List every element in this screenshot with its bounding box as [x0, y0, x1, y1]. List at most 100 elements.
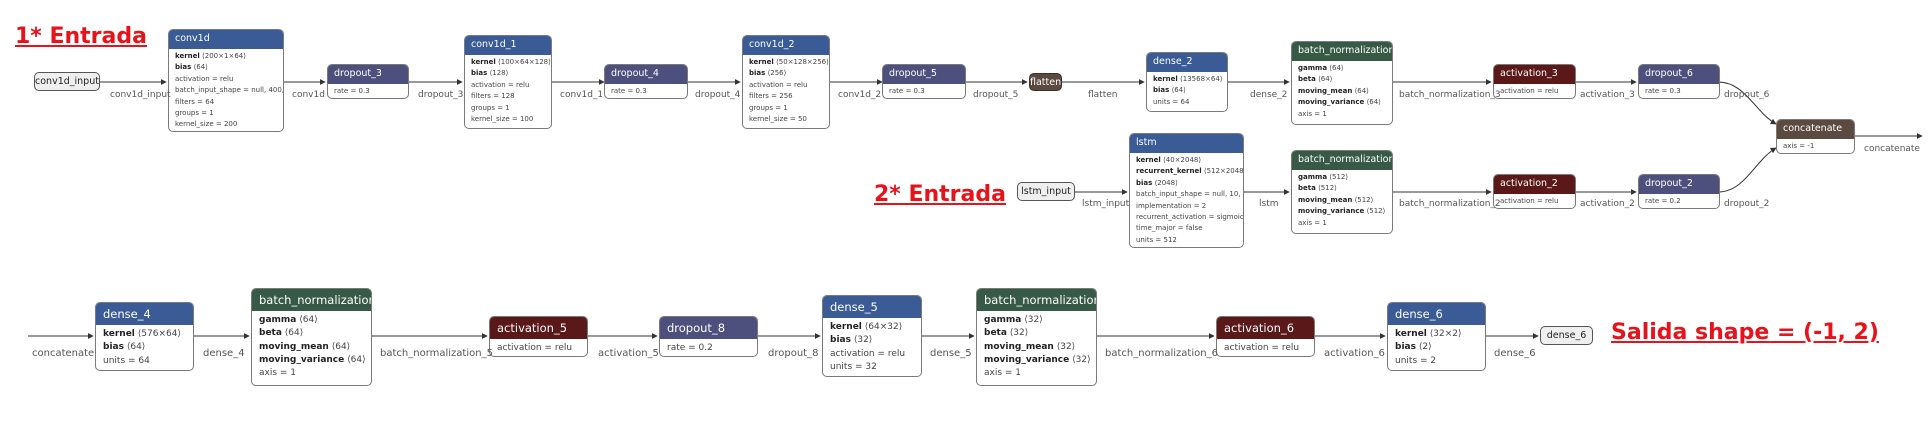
attribute-value: activation = relu — [1224, 343, 1300, 353]
edge-label-conv1d-input: conv1d_input — [110, 90, 171, 100]
concatenate-node[interactable]: concatenate axis = -1 — [1776, 119, 1855, 154]
attribute-row: bias ⟨256⟩ — [749, 68, 823, 79]
attribute-value: ⟨256⟩ — [767, 69, 787, 78]
attribute-key: gamma — [1298, 173, 1328, 181]
dense-4-node[interactable]: dense_4 kernel ⟨576×64⟩bias ⟨64⟩units = … — [95, 302, 194, 371]
lstm-node[interactable]: lstm kernel ⟨40×2048⟩recurrent_kernel ⟨5… — [1129, 133, 1244, 248]
attribute-value: units = 64 — [1153, 97, 1190, 106]
dropout-6-node[interactable]: dropout_6 rate = 0.3 — [1638, 64, 1720, 99]
attribute-value: axis = 1 — [259, 368, 297, 379]
attribute-row: groups = 1 — [471, 103, 545, 114]
attribute-value: ⟨64⟩ — [193, 63, 208, 72]
edge-label-lstm: lstm — [1259, 199, 1279, 209]
attribute-value: activation = relu — [1500, 87, 1559, 95]
dropout-3-title: dropout_3 — [328, 65, 408, 84]
attribute-value: ⟨64⟩ — [1171, 86, 1186, 95]
dropout-8-node[interactable]: dropout_8 rate = 0.2 — [659, 316, 758, 357]
attribute-value: axis = 1 — [984, 368, 1022, 379]
lstm-title: lstm — [1130, 134, 1243, 153]
attribute-key: recurrent_kernel — [1136, 167, 1202, 176]
attribute-row: activation = relu — [471, 80, 545, 91]
batch-normalization-3-node[interactable]: batch_normalization_3 gamma ⟨64⟩beta ⟨64… — [1291, 41, 1393, 125]
edge-label-conv1d-2: conv1d_2 — [838, 90, 882, 100]
batch-normalization-5-title: batch_normalization_5 — [252, 289, 371, 311]
attribute-key: bias — [471, 69, 488, 78]
annotation-output-value: = (-1, 2) — [1769, 320, 1879, 345]
conv1d-input-node[interactable]: conv1d_input — [34, 72, 100, 91]
activation-3-title: activation_3 — [1494, 65, 1575, 84]
batch-normalization-5-node[interactable]: batch_normalization_5 gamma ⟨64⟩beta ⟨64… — [251, 288, 372, 386]
attribute-key: moving_variance — [1298, 98, 1365, 107]
attribute-key: bias — [1153, 86, 1170, 95]
edge-label-dropout-5: dropout_5 — [973, 90, 1019, 100]
attribute-value: ⟨64⟩ — [347, 354, 366, 365]
attribute-value: time_major = false — [1136, 224, 1203, 233]
activation-2-node[interactable]: activation_2 activation = relu — [1493, 174, 1576, 209]
attribute-key: beta — [1298, 184, 1316, 193]
attribute-value: rate = 0.2 — [667, 343, 713, 353]
attribute-row: implementation = 2 — [1136, 201, 1237, 212]
dropout-5-title: dropout_5 — [883, 65, 965, 84]
attribute-row: rate = 0.3 — [1645, 86, 1713, 97]
batch-normalization-6-title: batch_normalization_6 — [977, 289, 1096, 311]
activation-5-node[interactable]: activation_5 activation = relu — [489, 316, 588, 357]
attribute-key: moving_variance — [984, 354, 1070, 365]
flatten-node[interactable]: flatten — [1029, 73, 1062, 91]
attribute-row: axis = 1 — [259, 367, 364, 380]
attribute-row: filters = 128 — [471, 91, 545, 102]
attribute-row: axis = 1 — [1298, 109, 1386, 120]
conv1d-2-node[interactable]: conv1d_2 kernel ⟨50×128×256⟩bias ⟨256⟩ac… — [742, 35, 830, 129]
dense-4-title: dense_4 — [96, 303, 193, 325]
attribute-key: kernel — [830, 322, 862, 332]
attribute-row: bias ⟨64⟩ — [175, 62, 277, 73]
attribute-row: activation = relu — [1500, 196, 1569, 207]
annotation-output-shape: Salida shape = (-1, 2) — [1611, 320, 1879, 345]
attribute-value: activation = relu — [749, 80, 808, 89]
dense-6-output-node[interactable]: dense_6 — [1540, 326, 1593, 345]
dense-2-node[interactable]: dense_2 kernel ⟨13568×64⟩bias ⟨64⟩units … — [1146, 52, 1228, 112]
edge-label-dropout-2: dropout_2 — [1724, 199, 1770, 209]
attribute-row: activation = relu — [830, 348, 914, 361]
edge-label-bn-5: batch_normalization_5 — [380, 348, 493, 359]
attribute-value: activation = relu — [1500, 197, 1559, 205]
attribute-value: ⟨512⟩ — [1318, 184, 1337, 193]
attribute-row: beta ⟨64⟩ — [1298, 74, 1386, 85]
edge-label-bn-2: batch_normalization_2 — [1399, 199, 1501, 209]
attribute-value: activation = relu — [830, 348, 906, 359]
attribute-value: ⟨64⟩ — [1354, 86, 1369, 95]
attribute-key: bias — [103, 342, 124, 353]
attribute-row: axis = -1 — [1783, 141, 1848, 152]
lstm-input-node[interactable]: lstm_input — [1017, 182, 1075, 201]
attribute-value: ⟨576×64⟩ — [137, 329, 181, 339]
attribute-row: bias ⟨128⟩ — [471, 68, 545, 79]
attribute-value: ⟨100×64×128⟩ — [498, 58, 551, 66]
attribute-value: ⟨64⟩ — [331, 341, 351, 352]
dropout-3-node[interactable]: dropout_3 rate = 0.3 — [327, 64, 409, 99]
attribute-row: moving_mean ⟨32⟩ — [984, 341, 1089, 354]
dropout-4-node[interactable]: dropout_4 rate = 0.3 — [604, 64, 688, 99]
attribute-row: kernel_size = 100 — [471, 114, 545, 125]
dropout-5-node[interactable]: dropout_5 rate = 0.3 — [882, 64, 966, 99]
attribute-key: moving_mean — [1298, 86, 1353, 95]
attribute-row: kernel ⟨40×2048⟩ — [1136, 155, 1237, 166]
attribute-key: kernel — [1153, 75, 1178, 83]
batch-normalization-6-node[interactable]: batch_normalization_6 gamma ⟨32⟩beta ⟨32… — [976, 288, 1097, 386]
activation-3-node[interactable]: activation_3 activation = relu — [1493, 64, 1576, 99]
attribute-row: axis = 1 — [984, 367, 1089, 380]
attribute-value: kernel_size = 200 — [175, 120, 238, 129]
conv1d-node[interactable]: conv1d kernel ⟨200×1×64⟩bias ⟨64⟩activat… — [168, 29, 284, 132]
attribute-value: activation = relu — [471, 80, 530, 89]
attribute-row: rate = 0.2 — [667, 342, 750, 355]
attribute-key: gamma — [1298, 64, 1328, 72]
attribute-row: rate = 0.3 — [611, 86, 681, 97]
edge-label-dropout-3: dropout_3 — [418, 90, 464, 100]
attribute-row: activation = relu — [175, 74, 277, 85]
dense-5-node[interactable]: dense_5 kernel ⟨64×32⟩bias ⟨32⟩activatio… — [822, 295, 922, 377]
dropout-2-node[interactable]: dropout_2 rate = 0.2 — [1638, 174, 1720, 209]
activation-6-node[interactable]: activation_6 activation = relu — [1216, 316, 1315, 357]
attribute-row: moving_variance ⟨32⟩ — [984, 354, 1091, 367]
dense-6-node[interactable]: dense_6 kernel ⟨32×2⟩bias ⟨2⟩units = 2 — [1387, 302, 1486, 371]
batch-normalization-2-node[interactable]: batch_normalization_2 gamma ⟨512⟩beta ⟨5… — [1291, 150, 1393, 234]
conv1d-1-node[interactable]: conv1d_1 kernel ⟨100×64×128⟩bias ⟨128⟩ac… — [464, 35, 552, 129]
